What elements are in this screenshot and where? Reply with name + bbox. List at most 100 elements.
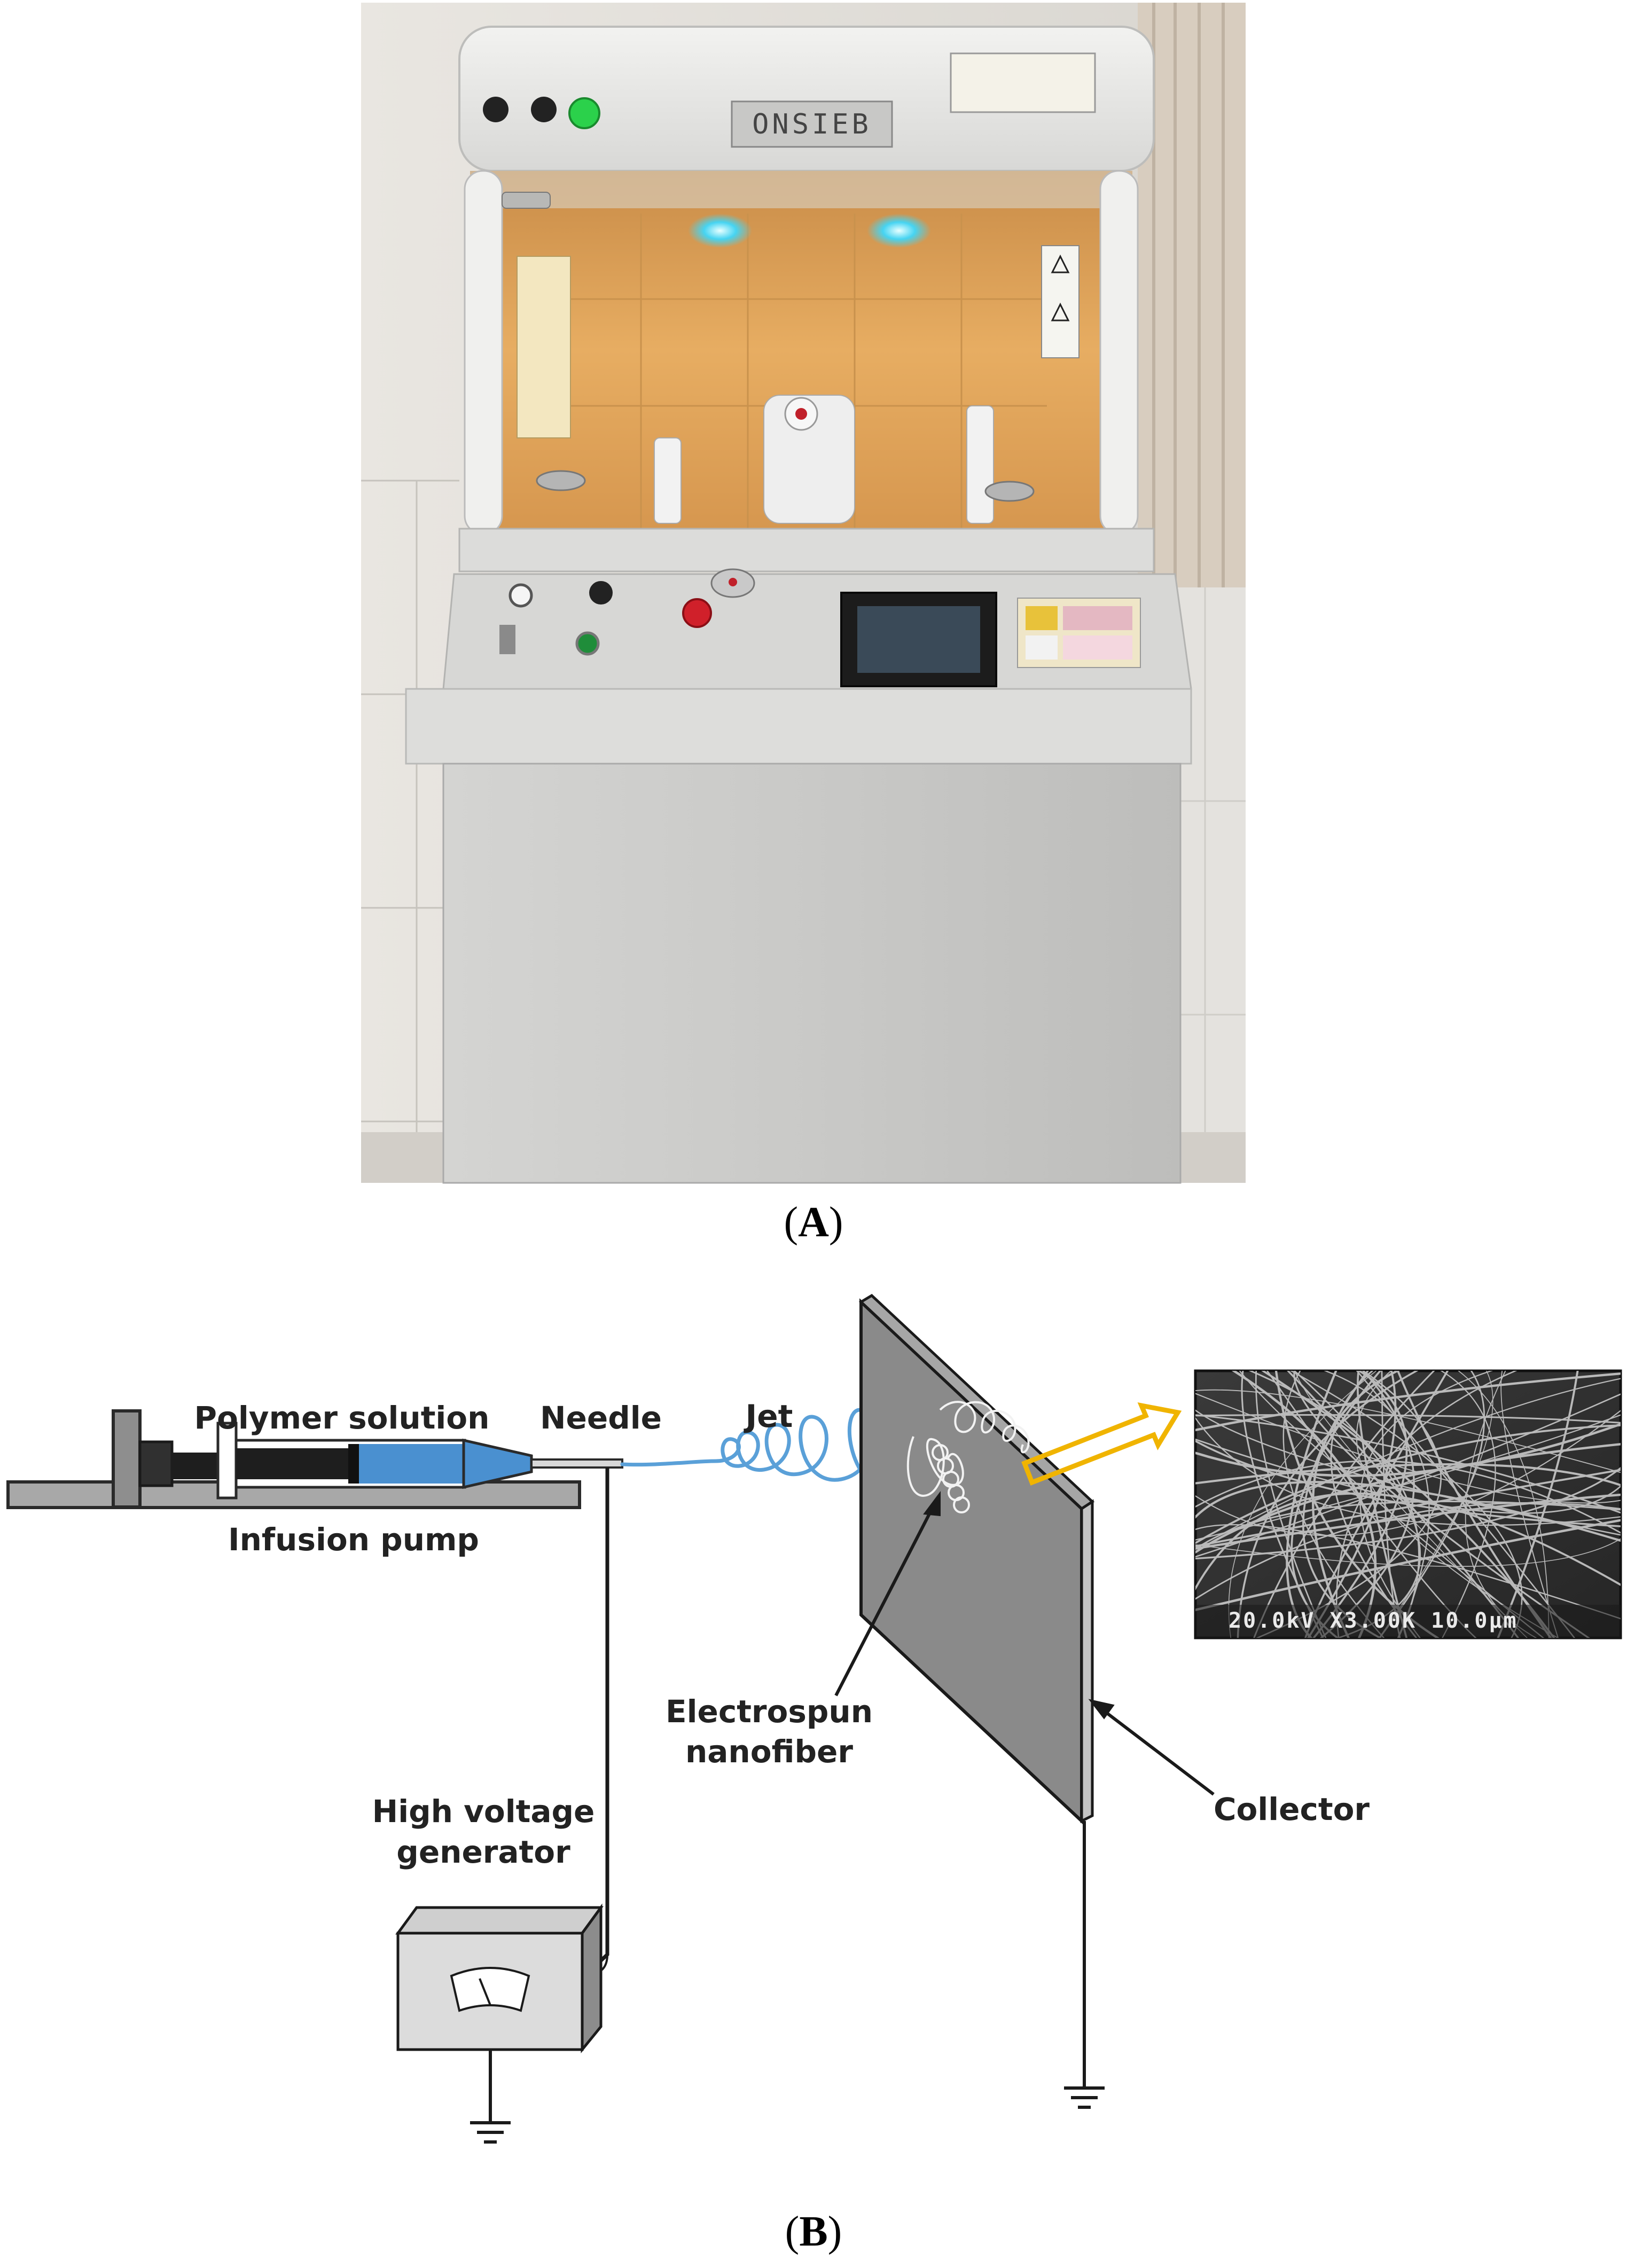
sem-scale-text: 20.0kV X3.00K 10.0µm [1229, 1608, 1518, 1633]
magnification-arrow [1021, 1402, 1182, 1486]
logo-plate [731, 100, 893, 148]
ground-symbol-generator [470, 2121, 511, 2144]
needle [530, 1458, 623, 1469]
sem-fiber [1500, 1371, 1559, 1638]
sem-fiber [1304, 1371, 1449, 1638]
pillar-bracket-left [502, 192, 551, 209]
panel-a-caption: (A) [784, 1199, 843, 1246]
sem-fiber [1195, 1423, 1621, 1477]
generator-top-face [395, 1906, 604, 1935]
panel-b-label: B [799, 2208, 827, 2255]
polymer-solution-fill [359, 1444, 463, 1484]
plunger-rod [171, 1453, 219, 1479]
sem-fiber [1323, 1371, 1430, 1638]
chamber-ceiling [470, 171, 1132, 208]
sem-fiber [1195, 1438, 1621, 1514]
sem-fiber [1294, 1371, 1528, 1638]
instruction-sheet [517, 256, 571, 438]
sem-fiber [1195, 1463, 1621, 1487]
collector-plate [859, 1298, 1083, 1825]
plunger-head [138, 1440, 174, 1487]
sem-fiber [1440, 1371, 1496, 1638]
syringe-holder-right [966, 405, 994, 524]
sem-fiber [1241, 1371, 1324, 1638]
pillar-left [464, 170, 503, 535]
sem-fiber [1237, 1371, 1419, 1638]
pillar-right [1099, 170, 1139, 535]
sem-fiber [1266, 1371, 1477, 1638]
logo-text: ONSIEB [752, 108, 872, 140]
window-curtain [1138, 3, 1246, 590]
voltage-meter-icon [450, 1967, 530, 2012]
sem-fiber [1312, 1371, 1408, 1638]
sem-fiber [1379, 1371, 1485, 1638]
hood-knob-1 [483, 97, 509, 122]
cabinet-body [442, 763, 1182, 1184]
label-high-voltage-2: generator [396, 1834, 570, 1870]
sem-info-bar [1195, 1605, 1621, 1638]
sem-fiber [1195, 1409, 1621, 1536]
label-infusion-pump: Infusion pump [228, 1521, 479, 1558]
sem-fiber [1312, 1371, 1400, 1638]
deposited-nanofiber-coils [932, 1444, 970, 1513]
deposited-nanofiber [906, 1401, 1030, 1497]
label-needle: Needle [540, 1400, 662, 1436]
sem-fiber [1458, 1371, 1550, 1638]
chamber-ledge [458, 528, 1155, 572]
sem-fiber [1195, 1372, 1621, 1432]
hood-knob-2 [531, 97, 557, 122]
control-knob-white [509, 583, 533, 608]
sem-fiber [1356, 1371, 1408, 1638]
hood-warning-sticker [950, 52, 1096, 113]
sem-fiber [1239, 1371, 1545, 1638]
spinneret-red-dot [795, 408, 807, 420]
uv-lamp-left [688, 214, 752, 248]
photo-electrospinning-machine: ONSIEB [361, 3, 1246, 1184]
generator-side-face [581, 1903, 603, 2054]
sem-fiber [1293, 1371, 1590, 1638]
control-button-green [575, 631, 600, 656]
sem-fiber [1195, 1469, 1621, 1548]
syringe-piston [236, 1448, 348, 1479]
ground-symbol-collector [1064, 2086, 1105, 2109]
panel-a-label: A [798, 1199, 829, 1246]
chrome-knob-right [984, 481, 1035, 502]
syringe-nozzle-cone [462, 1438, 533, 1489]
sem-fiber [1378, 1371, 1493, 1638]
cabinet-top [405, 688, 1192, 765]
chamber-warning-stickers [1041, 245, 1080, 358]
polymer-jet [620, 1408, 923, 1492]
label-collector: Collector [1214, 1791, 1370, 1827]
sem-fiber [1195, 1524, 1621, 1620]
panel-b-caption: (B) [785, 2208, 842, 2255]
sem-fiber [1195, 1393, 1621, 1504]
sem-fiber [1248, 1371, 1420, 1638]
label-jet: Jet [744, 1398, 793, 1434]
key-switch [499, 625, 515, 654]
emergency-stop-button [682, 598, 712, 628]
control-knob-black [589, 581, 613, 605]
label-polymer-solution: Polymer solution [194, 1400, 490, 1436]
needle-wire [586, 1467, 609, 1975]
sem-fiber [1195, 1502, 1621, 1600]
label-electrospun-nanofiber-2: nanofiber [685, 1733, 853, 1770]
spinneret-housing [763, 395, 855, 524]
sem-fiber [1195, 1492, 1621, 1591]
uv-lamp-right [867, 214, 931, 248]
sem-fiber [1195, 1378, 1621, 1549]
pump-end-block [112, 1409, 142, 1509]
pointer-arrows [834, 1491, 1215, 1796]
label-electrospun-nanofiber-1: Electrospun [666, 1693, 873, 1730]
plunger-flange [216, 1422, 238, 1500]
chrome-knob-left [536, 470, 586, 491]
power-indicator-light [568, 97, 600, 129]
sem-fiber [1356, 1371, 1559, 1638]
sem-fiber [1195, 1389, 1621, 1473]
touch-screen-display [857, 606, 980, 673]
collector-edge [1080, 1499, 1094, 1824]
sem-fiber [1195, 1393, 1621, 1558]
label-high-voltage-1: High voltage [372, 1793, 595, 1830]
electrospinning-schematic: 20.0kV X3.00K 10.0µm [6, 1293, 1622, 2144]
syringe-holder-left [654, 437, 682, 524]
